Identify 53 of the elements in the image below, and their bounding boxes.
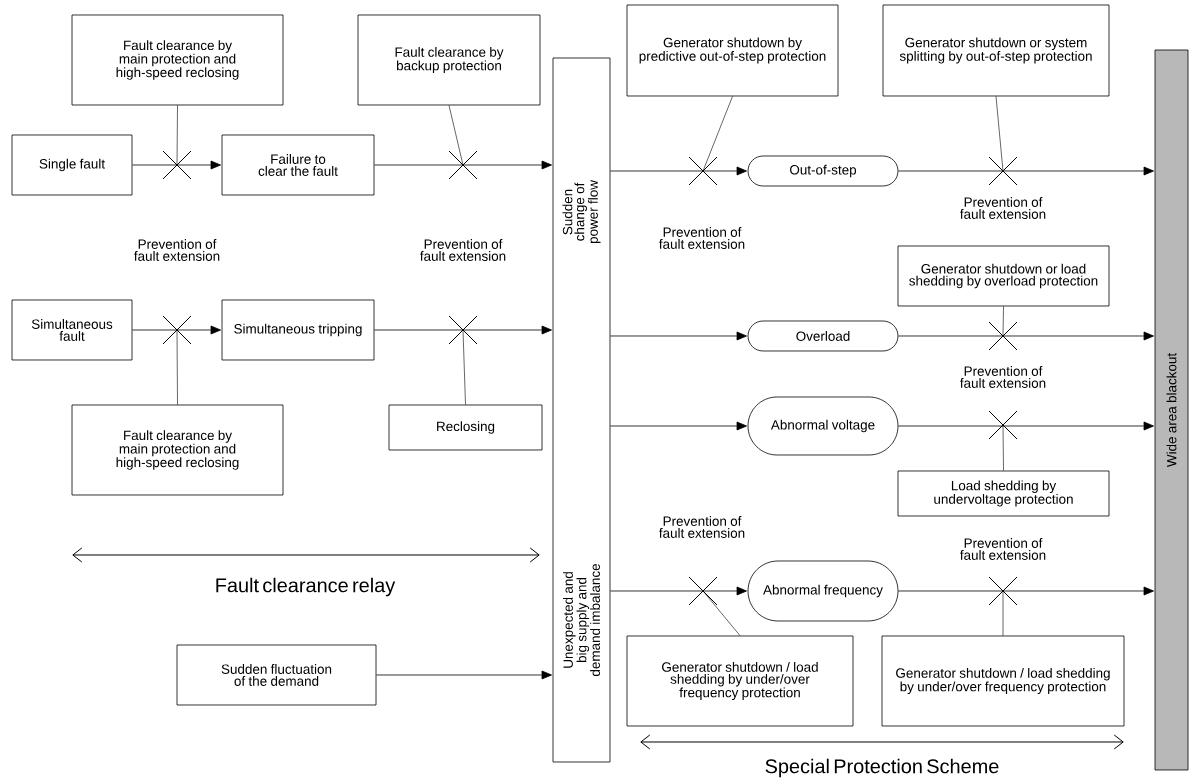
arrow [376, 670, 552, 680]
leader-line [995, 96, 1004, 172]
state-box: Overload [747, 320, 899, 352]
arrow [610, 421, 747, 431]
cross-label: Prevention of fault extension [659, 516, 745, 538]
leader-line [1002, 306, 1004, 337]
arrow [898, 331, 1154, 341]
outcome-bar: Wide area blackout [1154, 49, 1189, 771]
arrow [610, 586, 747, 596]
process-box: Generator shutdown or load shedding by overload protection [897, 245, 1110, 307]
cross-label: Prevention of fault extension [659, 227, 745, 249]
arrow [132, 160, 221, 170]
arrow [610, 331, 747, 341]
process-box: Reclosing [388, 404, 543, 451]
leader-line [462, 329, 466, 405]
scope-label: Fault clearance relay [216, 577, 396, 597]
cross-label: Prevention of fault extension [420, 239, 506, 261]
leader-line [702, 590, 741, 636]
leader-line [176, 105, 178, 166]
leader-line [176, 329, 178, 405]
process-box: Simultaneous tripping [221, 299, 375, 361]
arrow [898, 586, 1154, 596]
arrow [132, 325, 221, 335]
state-box: Out-of-step [747, 155, 899, 187]
scope-label: Special Protection Scheme [765, 758, 999, 778]
process-box: Generator shutdown or system splitting by out-of-step protection [882, 4, 1110, 97]
process-box: Fault clearance by main protection and high-speed reclosing [71, 404, 284, 496]
process-box: Fault clearance by backup protection [357, 14, 541, 106]
process-box: Sudden fluctuation of the demand [176, 644, 377, 706]
arrow [610, 166, 747, 176]
arrow [374, 325, 552, 335]
state-box: Abnormal voltage [747, 396, 899, 456]
process-box: Failure to clear the fault [221, 134, 375, 196]
process-box: Generator shutdown / load shedding by under/over frequency protection [881, 635, 1125, 727]
process-box: Load shedding by undervoltage protection [897, 470, 1110, 517]
process-box: Fault clearance by main protection and high-speed reclosing [71, 14, 284, 106]
process-box: Single fault [11, 134, 133, 196]
leader-line [702, 96, 733, 172]
cross-label: Prevention of fault extension [960, 197, 1046, 219]
leader-line [448, 105, 464, 166]
cross-label: Prevention of fault extension [134, 239, 220, 261]
stage-bar: Sudden change of power flow Unexpected and big supply and demand imbalance [552, 57, 611, 763]
leader-line [1002, 590, 1004, 636]
arrow [898, 421, 1154, 431]
state-box: Abnormal frequency [747, 560, 899, 622]
process-box: Generator shutdown / load shedding by under/over frequency protection [626, 635, 854, 727]
process-box: Simultaneous fault [11, 299, 133, 361]
cross-label: Prevention of fault extension [960, 538, 1046, 560]
leader-line [1002, 424, 1004, 471]
arrow [898, 166, 1154, 176]
process-box: Generator shutdown by predictive out-of-step protection [626, 4, 839, 97]
cross-label: Prevention of fault extension [960, 366, 1046, 388]
arrow [374, 160, 552, 170]
